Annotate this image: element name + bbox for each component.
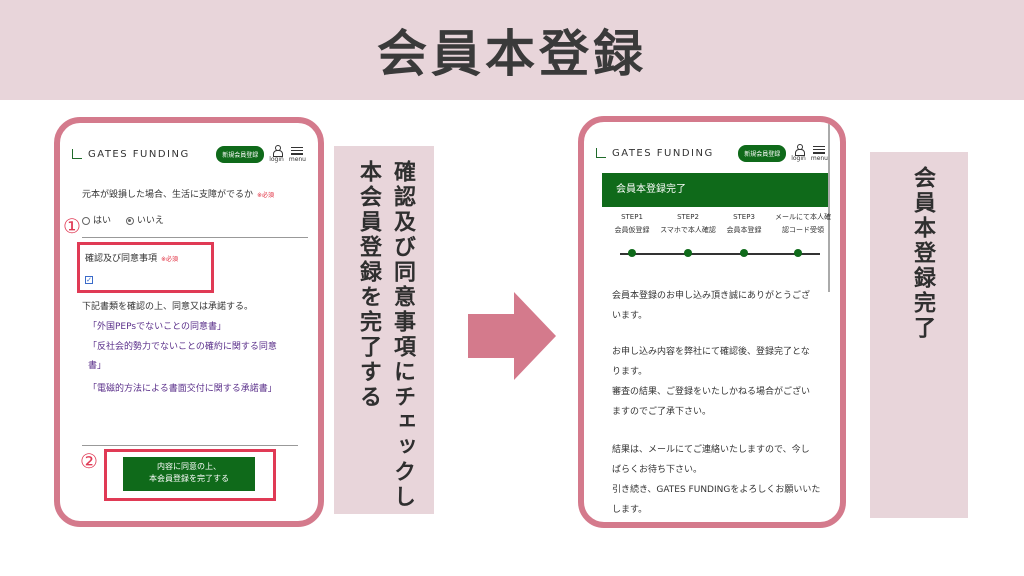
required-badge: ※必須: [257, 192, 275, 199]
register-button[interactable]: 新規会員登録: [216, 145, 265, 163]
step-progress-line: [620, 253, 820, 255]
question-text: 元本が毀損した場合、生活に支障がでるか※必須: [82, 190, 275, 200]
user-icon: [794, 144, 805, 156]
result-text-3: 引き続き、GATES FUNDINGをよろしくお願いいた: [612, 485, 821, 495]
login-button[interactable]: login: [791, 144, 806, 162]
right-phone-screen: GATES FUNDING 新規会員登録 login menu 会員本登録完了 …: [578, 116, 846, 528]
register-button[interactable]: 新規会員登録: [738, 144, 787, 162]
divider: [82, 237, 308, 238]
highlight-box-consent: [77, 242, 214, 293]
radio-no[interactable]: いいえ: [125, 216, 164, 226]
result-text-2: ばらくお待ち下さい。: [612, 465, 703, 475]
consent-checkbox[interactable]: ✓: [85, 276, 93, 284]
radio-icon: [82, 216, 90, 225]
doc-link-antisocial-cont[interactable]: 書」: [88, 361, 107, 371]
review-text-2: ります。: [612, 367, 648, 377]
thanks-text-2: います。: [612, 311, 648, 321]
doc-link-peps[interactable]: 「外国PEPsでないことの同意書」: [88, 322, 226, 332]
complete-registration-button[interactable]: 内容に同意の上、 本会員登録を完了する: [123, 457, 255, 491]
site-header: GATES FUNDING 新規会員登録 login menu: [584, 122, 840, 184]
caption-line1: 確認及び同意事項にチェックし: [390, 160, 415, 510]
logo[interactable]: GATES FUNDING: [72, 149, 190, 160]
result-text-1: 結果は、メールにてご連絡いたしますので、今し: [612, 445, 810, 455]
step-marker-1: ①: [63, 214, 81, 238]
step-dot: [740, 249, 748, 257]
step-dot: [794, 249, 802, 257]
logo-text: GATES FUNDING: [88, 148, 190, 160]
hamburger-icon: [291, 146, 304, 156]
required-badge: ※必須: [161, 256, 179, 263]
step-dot: [628, 249, 636, 257]
thanks-text-1: 会員本登録のお申し込み頂き誠にありがとうござ: [612, 291, 811, 301]
hamburger-icon: [813, 145, 826, 155]
review-text-4: ますのでご了承下さい。: [612, 407, 712, 417]
radio-group: はい いいえ: [82, 213, 164, 226]
login-label: login: [269, 156, 284, 163]
site-header: GATES FUNDING 新規会員登録 login menu: [60, 123, 318, 185]
left-phone-screen: GATES FUNDING 新規会員登録 login menu 元本が毀損した場…: [54, 117, 324, 527]
logo-mark-icon: [596, 148, 606, 158]
radio-yes[interactable]: はい: [82, 216, 111, 226]
left-caption-panel: 確認及び同意事項にチェックし 本会員登録を完了する: [334, 146, 434, 514]
divider: [82, 445, 298, 446]
radio-selected-icon: [125, 216, 134, 225]
highlight-box-submit: [104, 449, 276, 501]
doc-link-electronic[interactable]: 「電磁的方法による書面交付に関する承諾書」: [88, 384, 277, 394]
menu-button[interactable]: menu: [289, 146, 306, 163]
caption-line2: 本会員登録を完了する: [356, 160, 381, 410]
user-icon: [272, 145, 283, 157]
result-text-4: します。: [612, 505, 648, 515]
instruction-text: 下記書類を確認の上、同意又は承諾する。: [82, 302, 254, 312]
review-text-1: お申し込み内容を弊社にて確認後、登録完了とな: [612, 347, 810, 357]
title-banner: 会員本登録: [0, 0, 1024, 100]
consent-label: 確認及び同意事項※必須: [85, 254, 179, 264]
menu-label: menu: [288, 155, 306, 163]
right-caption-panel: 会員本登録完了: [870, 152, 968, 518]
logo-text: GATES FUNDING: [612, 147, 714, 159]
menu-label: menu: [810, 154, 828, 162]
caption-complete: 会員本登録完了: [910, 166, 935, 341]
logo[interactable]: GATES FUNDING: [596, 148, 714, 159]
menu-button[interactable]: menu: [811, 145, 828, 162]
step-marker-2: ②: [80, 449, 98, 473]
page-title: 会員本登録: [377, 25, 647, 83]
right-arrow-icon: [468, 292, 556, 380]
scrollbar[interactable]: [828, 122, 830, 292]
login-label: login: [791, 155, 806, 162]
submit-label-line2: 本会員登録を完了する: [149, 474, 229, 483]
completion-banner: 会員本登録完了: [602, 173, 828, 207]
login-button[interactable]: login: [269, 145, 284, 163]
doc-link-antisocial[interactable]: 「反社会的勢力でないことの確約に関する同意: [88, 342, 277, 352]
logo-mark-icon: [72, 149, 82, 159]
step-dot: [684, 249, 692, 257]
submit-label-line1: 内容に同意の上、: [157, 462, 221, 471]
step-4: メールにて本人確認コード受領: [775, 213, 831, 234]
review-text-3: 審査の結果、ご登録をいたしかねる場合がござい: [612, 387, 811, 397]
